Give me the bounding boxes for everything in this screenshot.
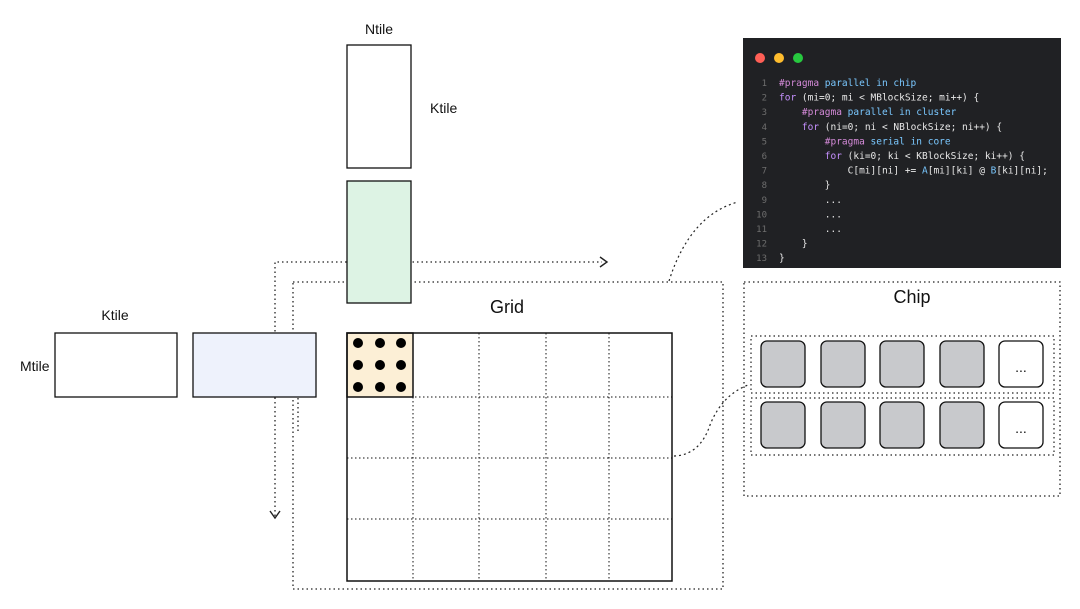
core-more-ellipsis: ...	[1015, 359, 1027, 375]
ktile-label-left: Ktile	[101, 307, 128, 323]
code-line: #pragma parallel in chip	[779, 78, 917, 89]
core	[879, 401, 925, 449]
code-line-number: 1	[762, 79, 767, 89]
code-line-number: 6	[762, 152, 767, 162]
code-line: for (mi=0; mi < MBlockSize; mi++) {	[779, 93, 979, 104]
code-line-number: 13	[756, 254, 767, 264]
ntile-label: Ntile	[365, 21, 393, 37]
core	[939, 340, 985, 388]
code-line: }	[779, 239, 808, 250]
grid-highlight-cell-border	[346, 332, 414, 398]
ktile-label-top: Ktile	[430, 100, 457, 116]
connector-grid-to-chip	[673, 384, 749, 457]
core-more	[998, 401, 1044, 449]
connector-code-to-grid	[668, 201, 739, 282]
core-row-2: ...	[760, 401, 1044, 449]
core	[879, 340, 925, 388]
core-more-ellipsis: ...	[1015, 420, 1027, 436]
code-line-number: 8	[762, 181, 767, 191]
code-line-number: 5	[762, 137, 767, 147]
code-line: #pragma parallel in cluster	[779, 107, 957, 118]
code-line-number: 7	[762, 167, 767, 177]
code-line: }	[779, 253, 785, 264]
code-line: for (ki=0; ki < KBlockSize; ki++) {	[779, 151, 1025, 162]
core-row-1: ...	[760, 340, 1044, 388]
code-line-number: 12	[756, 240, 767, 250]
code-line: }	[779, 180, 830, 191]
core	[760, 401, 806, 449]
grid-dotted-frame	[292, 281, 724, 590]
code-line: ...	[779, 195, 842, 206]
code-line-number: 3	[762, 108, 767, 118]
b-tile-white	[346, 44, 412, 169]
code-line-number: 10	[756, 210, 767, 220]
code-line: for (ni=0; ni < NBlockSize; ni++) {	[779, 122, 1002, 133]
code-editor-background	[743, 38, 1061, 268]
chip-dotted-frame	[743, 281, 1061, 497]
grid-border	[346, 332, 673, 582]
core	[820, 340, 866, 388]
core-dots	[353, 338, 406, 392]
code-line-number: 2	[762, 94, 767, 104]
code-lines: 1 #pragma parallel in chip 2 for (mi=0; mi …	[756, 78, 1048, 264]
dotted-arrow-right	[274, 261, 602, 516]
window-close-dot	[755, 53, 765, 63]
chip-title: Chip	[893, 287, 930, 307]
mtile-label: Mtile	[20, 358, 50, 374]
code-line: ...	[779, 209, 842, 220]
code-line: ...	[779, 224, 842, 235]
window-minimize-dot	[774, 53, 784, 63]
window-maximize-dot	[793, 53, 803, 63]
grid-title: Grid	[490, 297, 524, 317]
core	[820, 401, 866, 449]
core	[760, 340, 806, 388]
a-tile-white	[54, 332, 178, 398]
arrow-head-right	[599, 256, 609, 268]
arrow-head-down	[269, 510, 281, 520]
code-line: C[mi][ni] += A[mi][ki] @ B[ki][ni];	[779, 166, 1048, 177]
code-line-number: 4	[762, 123, 767, 133]
core-more	[998, 340, 1044, 388]
code-line-number: 11	[756, 225, 767, 235]
code-editor-window: 1 #pragma parallel in chip 2 for (mi=0; mi …	[743, 38, 1061, 268]
core	[939, 401, 985, 449]
b-tile-green	[346, 180, 412, 304]
code-line: #pragma serial in core	[779, 136, 951, 147]
code-line-number: 9	[762, 196, 767, 206]
a-tile-blue	[192, 332, 317, 398]
